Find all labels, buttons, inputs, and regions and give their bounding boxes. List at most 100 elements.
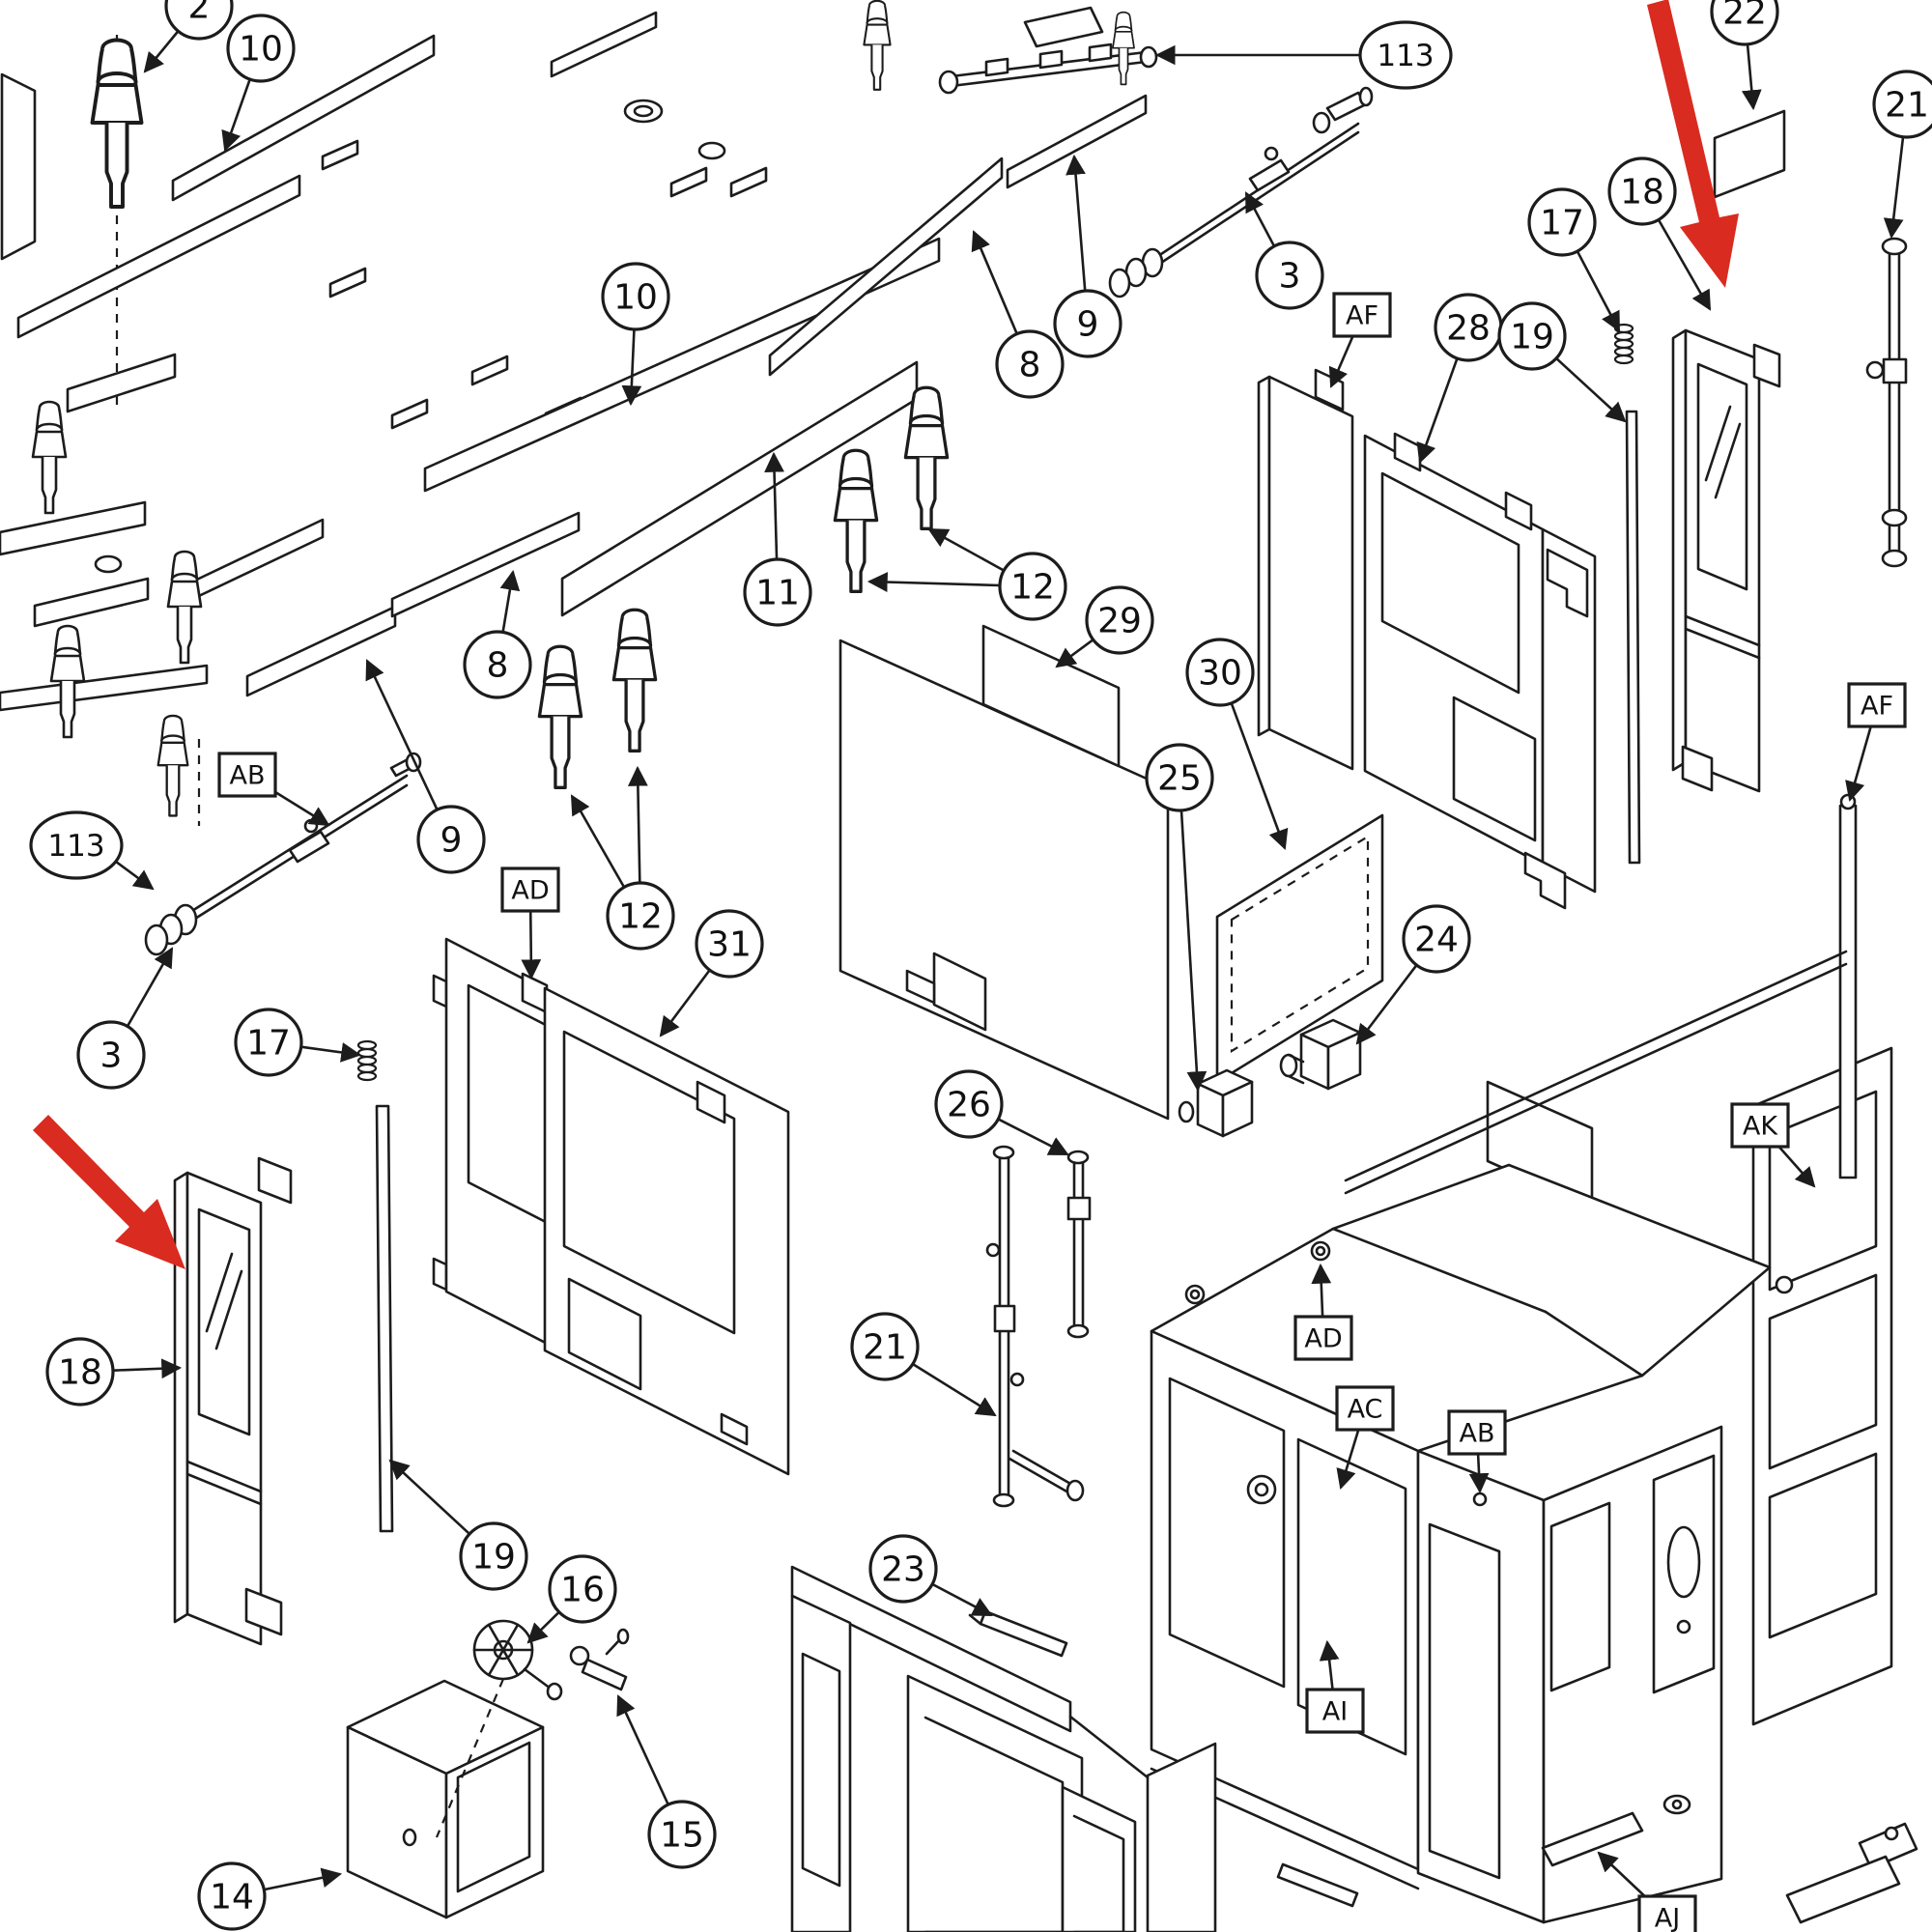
callout-number: 8 — [1019, 346, 1041, 385]
callout-number: 24 — [1414, 921, 1459, 960]
cab-structure — [1150, 1163, 1794, 1924]
plug-bolt-12 — [611, 608, 658, 753]
callout-number: 21 — [1885, 86, 1929, 126]
spring-17-left — [356, 1039, 378, 1082]
callout-14: 14 — [197, 1861, 267, 1931]
callout-number: 18 — [1620, 173, 1664, 213]
callout-number: 31 — [707, 925, 752, 965]
rod-assembly-26-21 — [985, 1145, 1092, 1508]
callout-number: 11 — [755, 574, 800, 613]
ref-label-AD: AD — [1293, 1315, 1353, 1361]
ref-label-text: AF — [1346, 301, 1378, 331]
callout-25: 25 — [1145, 743, 1214, 812]
callout-22: 22 — [1710, 0, 1779, 46]
plate-22 — [1713, 109, 1786, 199]
callout-19: 19 — [459, 1521, 528, 1591]
callout-9: 9 — [1053, 289, 1122, 358]
callout-number: 16 — [560, 1571, 605, 1610]
callout-number: 25 — [1157, 759, 1202, 799]
callout-18: 18 — [45, 1337, 115, 1406]
ref-label-AK: AK — [1730, 1102, 1790, 1149]
glass-pane — [197, 1208, 251, 1436]
cab-door-window — [1428, 1522, 1501, 1880]
ref-label-AD: AD — [500, 867, 560, 913]
callout-28: 28 — [1434, 293, 1503, 362]
callout-number: 12 — [1010, 568, 1055, 608]
center-rails — [423, 11, 1148, 617]
callout-number: 21 — [863, 1328, 907, 1368]
cab-window-side — [1296, 1437, 1407, 1756]
rod-assembly-113-top — [938, 6, 1158, 95]
ref-label-text: AD — [511, 876, 549, 906]
callout-number: 10 — [613, 278, 658, 318]
rear-frame — [1344, 793, 1858, 1209]
latch-block-24 — [1279, 1018, 1362, 1091]
latch-block-25 — [1178, 1068, 1254, 1138]
callout-24: 24 — [1402, 904, 1471, 974]
ref-label-text: AJ — [1655, 1904, 1680, 1932]
callout-10: 10 — [601, 262, 670, 331]
callout-11: 11 — [743, 557, 812, 627]
ref-label-AF: AF — [1847, 682, 1907, 728]
red-pointer-arrow-2 — [33, 1115, 185, 1269]
callout-9: 9 — [416, 805, 486, 874]
callout-18: 18 — [1607, 156, 1677, 226]
ref-label-AB: AB — [1447, 1409, 1507, 1456]
callout-number: 15 — [660, 1816, 704, 1856]
callout-21: 21 — [1872, 70, 1932, 139]
ref-label-AI: AI — [1305, 1688, 1365, 1734]
housing-box-14 — [346, 1679, 545, 1919]
callout-number: 9 — [1077, 305, 1099, 345]
ref-label-text: AB — [1460, 1419, 1495, 1449]
ref-label-text: AK — [1743, 1112, 1778, 1142]
rod-assembly-3-left — [144, 752, 422, 956]
callout-12: 12 — [606, 881, 675, 951]
callout-number: 17 — [246, 1024, 291, 1064]
corner-brackets — [1785, 1822, 1918, 1924]
callout-number: 2 — [188, 0, 211, 27]
cab-window-front — [1168, 1377, 1286, 1689]
callout-8: 8 — [463, 630, 532, 699]
window-panel-18-right — [1671, 328, 1781, 793]
ref-label-text: AC — [1348, 1395, 1383, 1425]
callout-113: 113 — [1358, 20, 1453, 90]
plug-bolt-12 — [537, 644, 583, 789]
wiper-strip-23 — [968, 1609, 1068, 1658]
callout-15: 15 — [647, 1800, 717, 1869]
callout-17: 17 — [1527, 187, 1597, 257]
window-panel-18-left — [173, 1156, 293, 1646]
callout-number: 23 — [881, 1550, 925, 1590]
callout-number: 113 — [1377, 39, 1434, 73]
callout-19: 19 — [1497, 301, 1567, 371]
callout-number: 10 — [239, 30, 283, 70]
rod-19-right — [1625, 410, 1641, 865]
callout-number: 18 — [58, 1353, 102, 1393]
callout-113: 113 — [29, 810, 124, 880]
sill-plate — [1541, 1811, 1644, 1867]
ref-label-text: AD — [1304, 1324, 1342, 1354]
callout-number: 12 — [618, 897, 663, 937]
callout-12: 12 — [998, 552, 1067, 621]
plug-bolt-2 — [90, 38, 144, 209]
callout-number: 22 — [1722, 0, 1767, 33]
callout-10: 10 — [226, 14, 296, 83]
callout-number: 28 — [1446, 309, 1491, 349]
panel-30-gasket — [1215, 813, 1384, 1084]
callout-number: 9 — [440, 821, 463, 861]
callout-number: 3 — [1279, 257, 1301, 297]
ref-label-AB: AB — [217, 752, 277, 798]
roof-rail-strips — [0, 34, 768, 826]
ref-label-AF: AF — [1332, 292, 1392, 338]
cab-door — [1416, 1449, 1546, 1924]
ref-label-text: AB — [230, 761, 266, 791]
callout-16: 16 — [548, 1554, 617, 1624]
callout-8: 8 — [995, 329, 1065, 399]
panel-28 — [1363, 432, 1597, 910]
callout-29: 29 — [1085, 585, 1154, 655]
ref-label-AC: AC — [1335, 1385, 1395, 1432]
callout-number: 8 — [487, 646, 509, 686]
